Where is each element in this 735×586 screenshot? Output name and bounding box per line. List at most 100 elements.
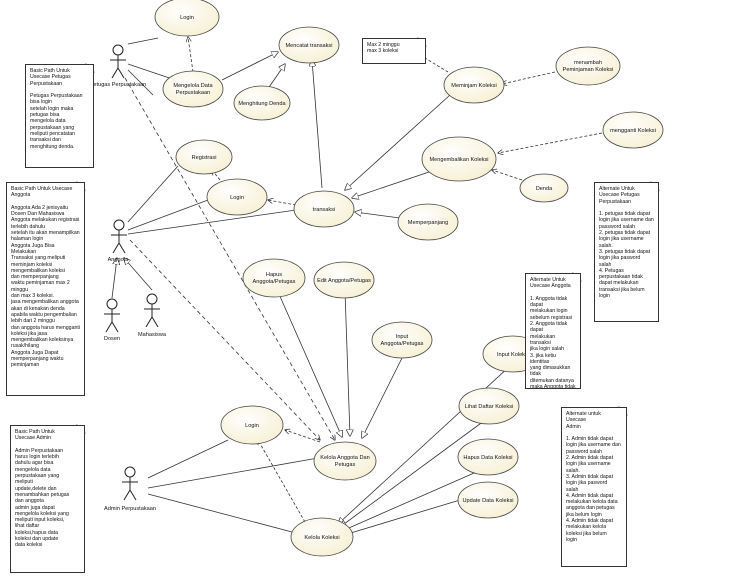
uc-label: Memperpanjang (408, 220, 448, 226)
uc-kelola-anggota-petugas (313, 441, 377, 481)
dep-mengelola-login (188, 37, 194, 73)
uc-label: Denda (536, 186, 553, 192)
use-case-ellipses (154, 0, 664, 557)
actor-petugas (110, 44, 126, 79)
gen-hapus-anggota (274, 284, 342, 437)
uc-label: transaksi (313, 207, 335, 213)
uc-label-line: Anggota/Petugas (253, 279, 296, 285)
assoc-admin-kelola-koleksi (147, 493, 293, 533)
uc-label: Update Data Koleksi (463, 498, 514, 504)
uc-label-line: menambah (574, 60, 602, 66)
uc-hapus-data-koleksi (457, 438, 519, 476)
uc-menambah-peminjaman (555, 46, 621, 86)
uc-login-top (154, 0, 220, 37)
gen-update-koleksi (344, 499, 461, 535)
uc-edit-anggota (313, 261, 375, 299)
assoc-anggota-registrasi (127, 165, 179, 223)
dep-denda-kembali (492, 170, 523, 181)
uc-mengelola-data (162, 70, 224, 108)
gen-hapus-koleksi (342, 465, 491, 531)
actor-label: Mahasiswa (138, 332, 167, 338)
note-alt-petugas: Alternate Untuk Usecase Petugas Perpusta… (594, 182, 659, 322)
actor-labels: Petugas Perpustakaan Anggota Dosen Mahas… (90, 82, 167, 512)
actor-label: Petugas Perpustakaan (90, 82, 147, 88)
assoc-petugas-kelola (127, 69, 154, 96)
dep-petugas-kelola-anggota (124, 77, 335, 440)
uc-label: Login (245, 423, 259, 429)
dep-anggota-kelola-anggota (129, 239, 320, 440)
dep-kelola-anggota-login (285, 430, 321, 443)
uc-label: Mengembalikan Koleksi (429, 157, 488, 163)
uc-input-anggota (371, 321, 433, 359)
uc-label: Menghitung Denda (238, 101, 286, 107)
uc-label-line: Mengelola Data (173, 83, 213, 89)
gen-kembali-transaksi (352, 169, 436, 198)
gen-dosen-anggota (111, 258, 117, 299)
assoc-anggota-login (127, 199, 209, 231)
actor-label: Admin Perpustakaan (104, 506, 156, 512)
uc-login-bottom (220, 405, 284, 445)
gen-transaksi-mencatat (312, 60, 323, 189)
uc-menghitung-denda (233, 85, 291, 121)
uc-label: Input Koleksi (497, 352, 529, 358)
actor-dosen (104, 298, 120, 333)
uc-label-line: Input (396, 334, 409, 340)
note-basic-anggota: Basic Path Untuk Usecase Anggota Anggota… (6, 182, 85, 396)
gen-edit-anggota (344, 290, 350, 436)
note-alt-admin: Alternate untuk Usecase Admin 1. Admin t… (561, 407, 627, 567)
actor-mahasiswa (144, 293, 160, 328)
assoc-petugas-login (127, 37, 159, 45)
assoc-admin-login (147, 439, 229, 479)
assoc-admin-kelola-anggota (147, 457, 319, 489)
uc-label-line: Kelola Anggota Dan (320, 455, 369, 461)
uc-memperpanjang (397, 203, 459, 241)
dep-transaksi-login (268, 200, 297, 206)
gen-lihat-koleksi (340, 417, 489, 527)
uc-denda (519, 173, 569, 203)
uc-label-line: Peminjaman Koleksi (563, 67, 614, 73)
uc-label: Lihat Daftar Koleksi (465, 404, 514, 410)
assoc-anggota-transaksi (127, 209, 297, 235)
uc-login-mid (206, 178, 268, 216)
uc-label: Hapus Data Koleksi (463, 455, 512, 461)
uc-label: mengganti Koleksi (610, 128, 656, 134)
gen-meminjam-transaksi (345, 94, 451, 190)
uc-mengembalikan-koleksi (421, 136, 497, 182)
uc-label: Registrasi (192, 155, 217, 161)
uc-label-line: Perpustakaan (176, 90, 211, 96)
uc-hapus-anggota (242, 258, 306, 298)
uc-update-data-koleksi (457, 481, 519, 519)
uc-label: Meminjam Koleksi (451, 83, 496, 89)
note-max-pinjam: Max 2 minggu max 3 koleksi (362, 38, 426, 64)
uc-label: Login (180, 15, 194, 21)
actor-anggota (111, 219, 127, 254)
dep-mengganti-kembali (498, 132, 603, 153)
uc-mencatat-transaksi (278, 26, 340, 64)
dep-menambah-meminjam (502, 71, 556, 84)
uc-registrasi (175, 139, 233, 175)
uc-label: Kelola Koleksi (304, 535, 339, 541)
uc-kelola-koleksi (290, 517, 354, 557)
note-basic-petugas: Basic Path Untuk Usecase Petugas Perpust… (25, 64, 94, 168)
gen-mengelola-mencatat (221, 52, 278, 81)
uc-label: Edit Anggota/Petugas (317, 278, 371, 284)
uc-lihat-daftar-koleksi (458, 387, 520, 425)
uc-label-line: Hapus (266, 272, 282, 278)
uc-mengganti-koleksi (602, 111, 664, 149)
actor-admin (122, 466, 138, 501)
actor-label: Anggota (108, 257, 130, 263)
relationship-lines (111, 37, 603, 535)
gen-perpanjang-transaksi (355, 212, 401, 219)
uc-label: Login (230, 195, 244, 201)
actor-label: Dosen (104, 336, 120, 342)
uc-label: Mencatat transaksi (286, 43, 333, 49)
uc-label-line: Petugas (335, 462, 356, 468)
